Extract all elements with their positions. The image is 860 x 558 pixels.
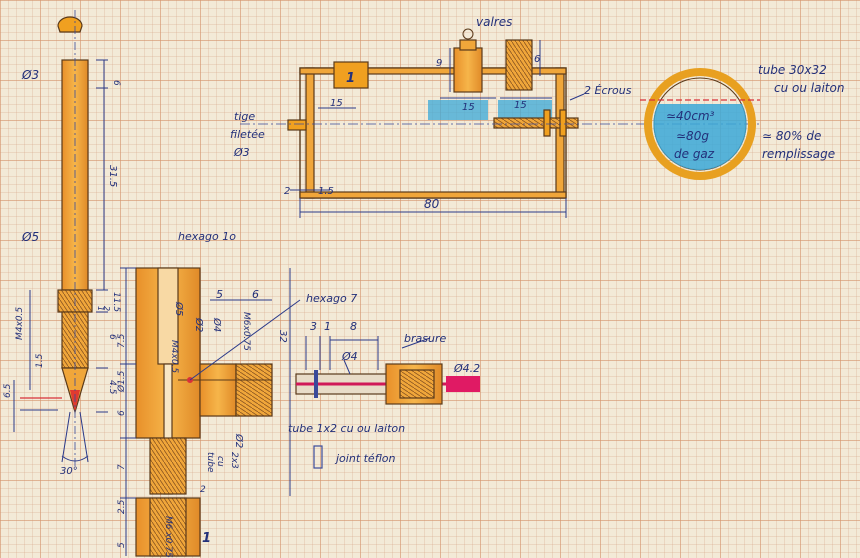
body-tube-cu-2: cu xyxy=(215,456,225,467)
tank-part-number: 1 xyxy=(346,71,355,86)
nozzle-dim-long: 31.5 xyxy=(107,165,118,187)
section-mass-2: de gaz xyxy=(674,147,715,161)
section-tube-label-2: cu ou laiton xyxy=(774,81,844,95)
nozzle-dia-mid: Ø5 xyxy=(21,230,39,244)
nozzle-thread-label: M4x0.5 xyxy=(15,307,25,340)
nozzle-tip-icon xyxy=(57,16,83,33)
tank-rod-label-3: Ø3 xyxy=(233,146,250,159)
tank-dim-top-mid: 15 xyxy=(462,102,475,113)
tank-dim-length: 80 xyxy=(424,197,440,211)
tank-dim-top-right: 15 xyxy=(514,100,527,111)
nozzle-dim-top: 6 xyxy=(111,80,121,86)
tank-rod-label-2: filetée xyxy=(230,128,265,141)
body-bottom-part: 1 xyxy=(202,531,211,546)
body-dia2b: Ø2 xyxy=(233,433,245,448)
nozzle-part xyxy=(13,10,108,470)
burner-body xyxy=(120,267,301,557)
tank-nuts-label: 2 Écrous xyxy=(584,84,632,97)
body-dia4: Ø4 xyxy=(211,317,223,332)
body-thread-m6: M6x0.75 xyxy=(241,312,251,351)
body-tube-cu-3: 2x3 xyxy=(229,452,239,469)
body-dim75: 7.5 xyxy=(117,333,127,348)
body-dim2: 2 xyxy=(200,485,206,495)
nozzle-dim-e: 4.5 xyxy=(107,380,117,395)
fitting-dia42: Ø4.2 xyxy=(453,362,480,375)
nozzle-dim-d: 6 xyxy=(107,334,117,340)
body-bore: Ø1.5 xyxy=(116,370,127,393)
body-dim25: 2.5 xyxy=(117,499,127,514)
section-tube-label-1: tube 30x32 xyxy=(758,63,827,77)
body-hexago7: hexago 7 xyxy=(306,292,357,305)
tank-valves-label: valres xyxy=(476,15,512,29)
tank-dim-valve-height-right: 6 xyxy=(534,54,540,65)
fitting-brasure: brasure xyxy=(404,332,446,345)
body-dim32: 32 xyxy=(277,330,288,343)
body-dia2a: Ø2 xyxy=(193,317,205,332)
body-dim6: 6 xyxy=(252,288,259,301)
body-tube-cu-1: tube xyxy=(205,452,215,473)
body-dim6b: 6 xyxy=(117,410,127,416)
tube-cross-section xyxy=(640,68,760,180)
fitting-dim3: 3 xyxy=(310,320,317,333)
tank-dim-valve-height: 9 xyxy=(436,58,442,69)
fitting-dim1: 1 xyxy=(324,320,331,333)
tank-assembly xyxy=(240,28,760,218)
nozzle-dia-top: Ø3 xyxy=(21,68,39,82)
nozzle-dim-c: 1 xyxy=(96,306,105,311)
nozzle-dim-b: 2 xyxy=(102,306,111,311)
nozzle-angle: 30° xyxy=(60,466,78,477)
tank-dim-top-left: 15 xyxy=(330,98,343,109)
body-bottom-thread: M6 x0.75 xyxy=(163,516,173,558)
nozzle-dim-tip2: 1.5 xyxy=(35,353,45,368)
fitting-dim8: 8 xyxy=(350,320,357,333)
section-volume: ≃40cm³ xyxy=(666,109,715,123)
nozzle-dim-a: 11.5 xyxy=(111,292,121,312)
body-thread-m4: M4x0.5 xyxy=(169,340,179,373)
section-fill-1: ≃ 80% de xyxy=(762,129,821,143)
body-hexago10: hexago 1o xyxy=(178,230,236,243)
fitting-assembly xyxy=(295,336,480,469)
body-dim7: 7 xyxy=(117,464,127,470)
tank-dim-wall: 2 xyxy=(284,186,290,197)
tank-rod-label-1: tige xyxy=(234,110,255,123)
fitting-teflon: joint téflon xyxy=(334,452,396,465)
body-dia5: Ø5 xyxy=(173,301,185,316)
body-dim5b: 5 xyxy=(117,542,127,548)
section-fill-2: remplissage xyxy=(762,147,835,161)
nozzle-dim-tip: 6.5 xyxy=(3,383,13,398)
tank-dim-wall2: 1.5 xyxy=(318,186,334,197)
fitting-dia4: Ø4 xyxy=(341,350,358,363)
fitting-tube-label: tube 1x2 cu ou laiton xyxy=(288,422,405,435)
body-dim5: 5 xyxy=(216,288,223,301)
section-mass-1: ≃80g xyxy=(676,129,709,143)
